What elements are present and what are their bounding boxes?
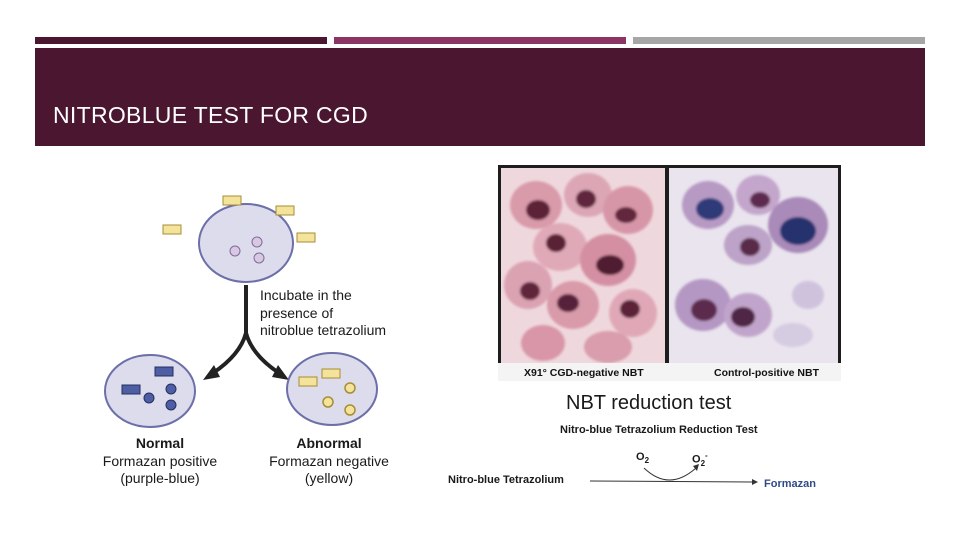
abnormal-heading: Abnormal	[296, 435, 362, 451]
nbt-yellow-dot	[344, 382, 356, 394]
nbt-yellow-bar	[222, 195, 242, 206]
micrograph-graphic: X91° CGD-negative NBT Control-positive N…	[498, 165, 841, 381]
oxygen-symbol: O	[636, 451, 645, 463]
incubate-line: presence of	[260, 304, 334, 321]
left-panel-label: X91° CGD-negative NBT	[524, 367, 644, 379]
label-strip	[498, 363, 841, 381]
nbt-yellow-dot	[344, 404, 356, 416]
abnormal-line: (yellow)	[304, 470, 354, 486]
top-cell-granule	[253, 252, 265, 264]
reactant-label: Nitro-blue Tetrazolium	[448, 474, 564, 486]
incubation-arrow-right	[244, 332, 281, 375]
incubate-label: Incubate in the presence of nitroblue te…	[260, 287, 386, 340]
superoxide-label: O2-	[692, 451, 708, 468]
left-panel-cells	[504, 173, 657, 363]
right-panel-cells	[675, 175, 828, 347]
formazan-blue-bar	[154, 366, 174, 377]
normal-result-label: Normal Formazan positive (purple-blue)	[90, 435, 230, 488]
panel-divider	[665, 165, 669, 381]
nbt-yellow-bar	[321, 368, 341, 379]
accent-bar-3	[633, 37, 925, 44]
arrowhead-right	[272, 365, 289, 380]
oxygen-subscript: 2	[644, 456, 650, 466]
nbt-yellow-bar	[162, 224, 182, 235]
right-panel-label: Control-positive NBT	[714, 367, 820, 379]
formazan-blue-bar	[121, 384, 141, 395]
abnormal-line: Formazan negative	[269, 452, 389, 469]
normal-heading: Normal	[135, 435, 185, 451]
electron-transfer-arrowhead	[693, 464, 699, 471]
nbt-yellow-bar	[296, 232, 316, 243]
formazan-blue-dot	[165, 383, 177, 395]
arrowhead-left	[203, 365, 220, 380]
nbt-micrograph-image: X91° CGD-negative NBT Control-positive N…	[498, 165, 841, 381]
top-cell-granule	[229, 245, 241, 257]
superoxide-superscript: -	[705, 451, 708, 460]
reaction-main-arrowhead	[752, 479, 758, 485]
incubate-line: nitroblue tetrazolium	[260, 322, 387, 338]
slide-title: NITROBLUE TEST FOR CGD	[53, 102, 369, 128]
nbt-yellow-dot	[322, 396, 334, 408]
title-band: NITROBLUE TEST FOR CGD	[35, 48, 925, 146]
formazan-blue-dot	[165, 399, 177, 411]
abnormal-cell	[286, 352, 378, 426]
product-label: Formazan	[764, 478, 816, 490]
nbt-yellow-bar	[298, 376, 318, 387]
electron-transfer-arc	[643, 467, 697, 481]
incubation-arrow-left	[211, 332, 248, 375]
accent-bar-2	[334, 37, 626, 44]
incubate-line: Incubate in the	[260, 287, 352, 303]
oxygen-label: O2	[636, 451, 649, 465]
accent-bar-1	[35, 37, 327, 44]
formazan-blue-dot	[143, 392, 155, 404]
top-cell-granule	[251, 236, 263, 248]
superoxide-subscript: 2	[700, 458, 706, 468]
normal-cell	[104, 354, 196, 428]
nbt-yellow-bar	[275, 205, 295, 216]
superoxide-symbol: O	[692, 453, 701, 466]
top-cell	[198, 203, 294, 283]
normal-line: Formazan positive	[102, 452, 218, 469]
reaction-main-arrow	[589, 480, 753, 483]
nbt-caption: NBT reduction test	[566, 392, 732, 414]
reaction-title: Nitro-blue Tetrazolium Reduction Test	[560, 424, 758, 436]
schematic-graphic	[104, 195, 378, 428]
reaction-diagram: Nitro-blue Tetrazolium Reduction Test Ni…	[446, 422, 846, 497]
nbt-schematic-diagram: Incubate in the presence of nitroblue te…	[90, 185, 430, 495]
reaction-arrows	[589, 464, 758, 485]
normal-line: (purple-blue)	[120, 470, 200, 486]
abnormal-result-label: Abnormal Formazan negative (yellow)	[258, 435, 400, 488]
